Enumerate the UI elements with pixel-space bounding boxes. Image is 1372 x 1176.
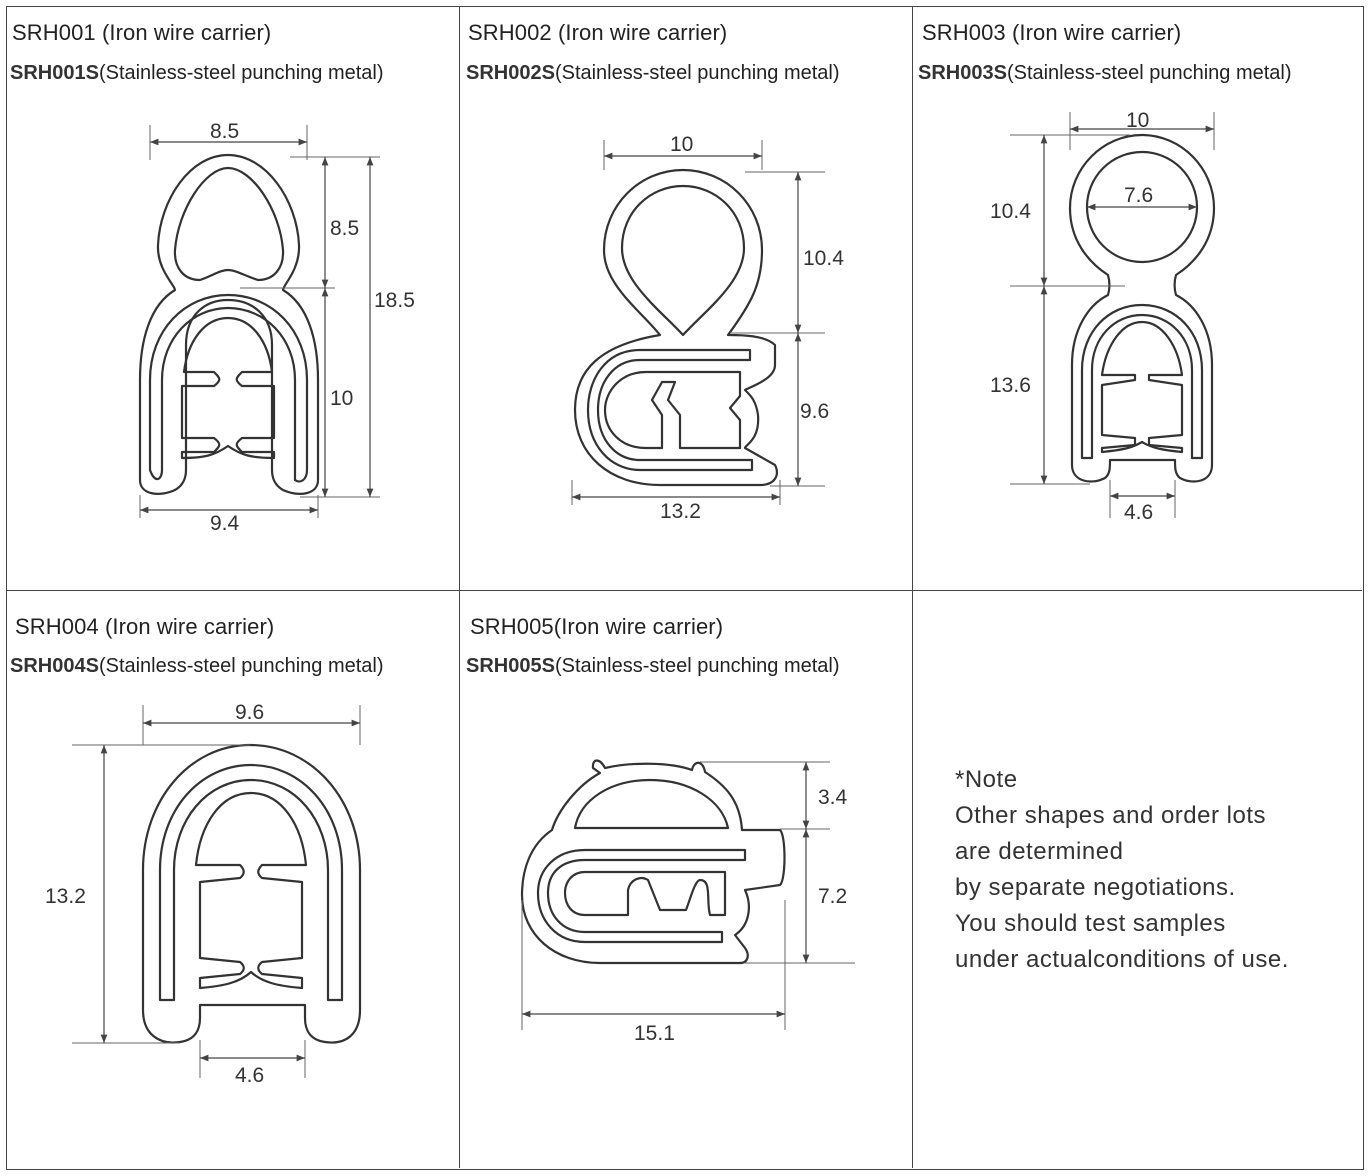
dim-label: 9.6 <box>235 701 264 724</box>
dim-label: 10.4 <box>990 200 1031 223</box>
note-block: *Note Other shapes and order lots are de… <box>955 762 1289 978</box>
product-code: SRH002S <box>466 62 555 84</box>
note-line: are determined <box>955 838 1124 865</box>
srh005-profile: 3.4 7.2 15.1 <box>520 759 855 1045</box>
product-desc: (Stainless-steel punching metal) <box>1006 62 1292 84</box>
product-code: SRH002 <box>468 20 552 45</box>
dim-label: 3.4 <box>818 786 848 809</box>
srh004s-title: SRH004S(Stainless-steel punching metal) <box>10 655 384 678</box>
srh001-profile: 8.5 8.5 18.5 10 9.4 <box>138 120 415 535</box>
product-desc: (Stainless-steel punching metal) <box>554 655 840 677</box>
dim-label: 10 <box>1126 109 1149 132</box>
product-code: SRH005S <box>466 655 555 677</box>
product-desc: (Iron wire carrier) <box>98 614 275 639</box>
dim-label: 8.5 <box>210 120 239 143</box>
note-title: *Note <box>955 766 1018 793</box>
product-desc: (Iron wire carrier) <box>553 614 724 639</box>
dim-label: 13.6 <box>990 374 1031 397</box>
dim-label: 10 <box>670 133 693 156</box>
srh002-profile: 10 10.4 9.6 13.2 <box>571 133 844 523</box>
srh001s-title: SRH001S(Stainless-steel punching metal) <box>10 62 384 85</box>
product-code: SRH004S <box>10 655 99 677</box>
dim-label: 8.5 <box>330 217 359 240</box>
product-desc: (Iron wire carrier) <box>551 20 728 45</box>
product-code: SRH003S <box>918 62 1007 84</box>
cell-srh002 <box>460 7 913 591</box>
product-desc: (Stainless-steel punching metal) <box>98 655 384 677</box>
note-line: under actualconditions of use. <box>955 946 1289 973</box>
product-code: SRH003 <box>922 20 1006 45</box>
note-line: by separate negotiations. <box>955 874 1236 901</box>
dim-label: 13.2 <box>660 500 701 523</box>
srh004-title: SRH004 (Iron wire carrier) <box>15 614 274 640</box>
srh003-profile: 10 7.6 10.4 13.6 4.6 <box>990 109 1216 524</box>
product-code: SRH001 <box>12 20 96 45</box>
product-code: SRH005 <box>470 614 554 639</box>
dim-label: 7.2 <box>818 885 847 908</box>
srh003s-title: SRH003S(Stainless-steel punching metal) <box>918 62 1292 85</box>
dim-label: 15.1 <box>634 1022 675 1045</box>
dim-label: 9.4 <box>210 512 240 535</box>
dim-label: 18.5 <box>374 289 415 312</box>
srh003-title: SRH003 (Iron wire carrier) <box>922 20 1181 46</box>
cell-srh003 <box>913 7 1362 591</box>
product-desc: (Stainless-steel punching metal) <box>98 62 384 84</box>
cell-srh004 <box>7 591 460 1168</box>
srh002s-title: SRH002S(Stainless-steel punching metal) <box>466 62 840 85</box>
product-grid <box>6 6 1364 1170</box>
dim-label: 4.6 <box>235 1064 264 1087</box>
product-code: SRH001S <box>10 62 99 84</box>
srh005s-title: SRH005S(Stainless-steel punching metal) <box>466 655 840 678</box>
dim-label: 13.2 <box>45 885 86 908</box>
cell-srh001 <box>7 7 460 591</box>
srh002-title: SRH002 (Iron wire carrier) <box>468 20 727 46</box>
dim-label: 7.6 <box>1124 184 1153 207</box>
srh005-title: SRH005(Iron wire carrier) <box>470 614 723 640</box>
dim-label: 10 <box>330 387 353 410</box>
product-code: SRH004 <box>15 614 99 639</box>
note-line: Other shapes and order lots <box>955 802 1267 829</box>
cell-srh005 <box>460 591 913 1168</box>
srh001-title: SRH001 (Iron wire carrier) <box>12 20 271 46</box>
product-desc: (Stainless-steel punching metal) <box>554 62 840 84</box>
dim-label: 4.6 <box>1124 501 1153 524</box>
srh004-profile: 9.6 13.2 4.6 <box>45 701 362 1087</box>
product-desc: (Iron wire carrier) <box>95 20 272 45</box>
product-desc: (Iron wire carrier) <box>1005 20 1182 45</box>
dim-label: 10.4 <box>803 247 844 270</box>
dim-label: 9.6 <box>800 400 829 423</box>
note-line: You should test samples <box>955 910 1226 937</box>
